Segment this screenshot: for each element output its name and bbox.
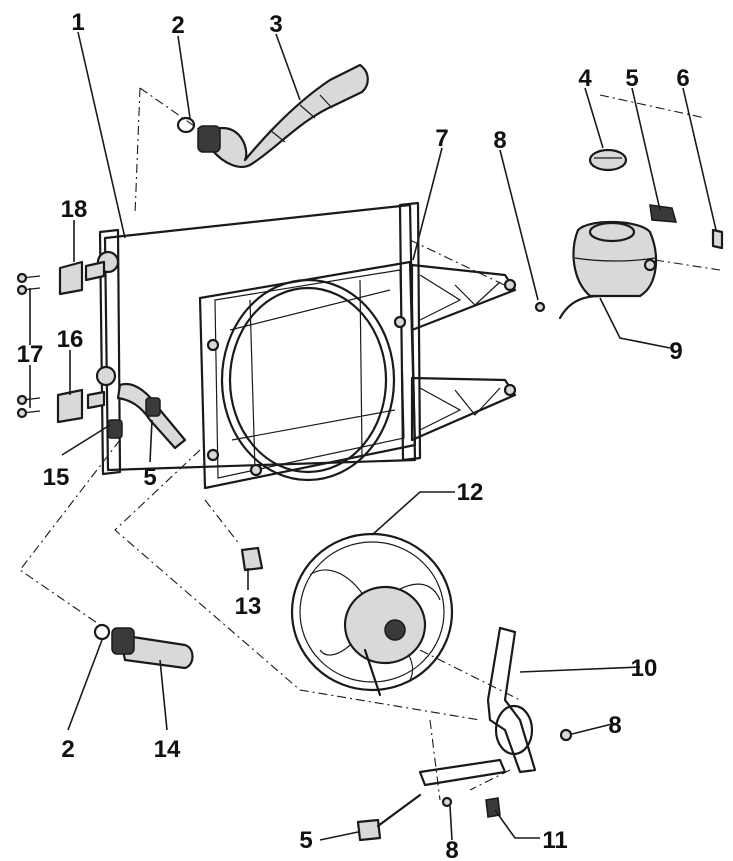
callout-10: 10 [631, 655, 658, 682]
callout-1: 1 [71, 9, 84, 36]
callout-2-hose-clamp-upper: 2 [171, 12, 184, 39]
callout-8-fan-bolt: 8 [608, 712, 621, 739]
side-brackets [16, 260, 84, 424]
upper-hose [176, 63, 369, 168]
fan-assembly [290, 532, 454, 697]
callout-5-fan-sensor: 5 [299, 827, 312, 854]
mounting-brackets [410, 263, 517, 442]
callout-3: 3 [269, 11, 282, 38]
radiator [84, 201, 422, 476]
callout-13: 13 [235, 593, 262, 620]
fan-bracket [418, 626, 537, 787]
callout-14: 14 [154, 736, 181, 763]
tank-cap [588, 148, 628, 172]
bolts [441, 301, 573, 808]
fan-shroud [198, 260, 417, 490]
callout-5-radiator-sensor: 5 [143, 464, 156, 491]
callout-7: 7 [435, 125, 448, 152]
callout-4: 4 [578, 65, 592, 92]
callout-16: 16 [57, 326, 84, 353]
temperature-sensor [356, 793, 422, 842]
clip [711, 228, 724, 250]
callout-2-hose-clamp-lower: 2 [61, 736, 74, 763]
callout-17: 17 [17, 341, 44, 368]
callout-12: 12 [457, 479, 484, 506]
small-parts [240, 546, 501, 818]
tank-sensor [649, 204, 678, 223]
callout-9: 9 [669, 338, 682, 365]
callout-8-upper-bolt: 8 [493, 127, 506, 154]
expansion-tank [558, 220, 657, 320]
lower-hose [93, 623, 194, 670]
radiator-side-hose [116, 382, 187, 450]
leader-lines [29, 31, 717, 841]
callout-8-lower-bolt: 8 [445, 837, 458, 861]
callout-11: 11 [542, 827, 567, 854]
callout-6: 6 [676, 65, 689, 92]
callout-5-tank-sensor: 5 [625, 65, 638, 92]
assembly-lines [19, 87, 721, 801]
callout-18: 18 [61, 196, 88, 223]
callouts: 1 2 3 4 5 6 7 8 18 9 16 17 15 5 12 13 10… [17, 9, 690, 861]
callout-15: 15 [43, 464, 70, 491]
